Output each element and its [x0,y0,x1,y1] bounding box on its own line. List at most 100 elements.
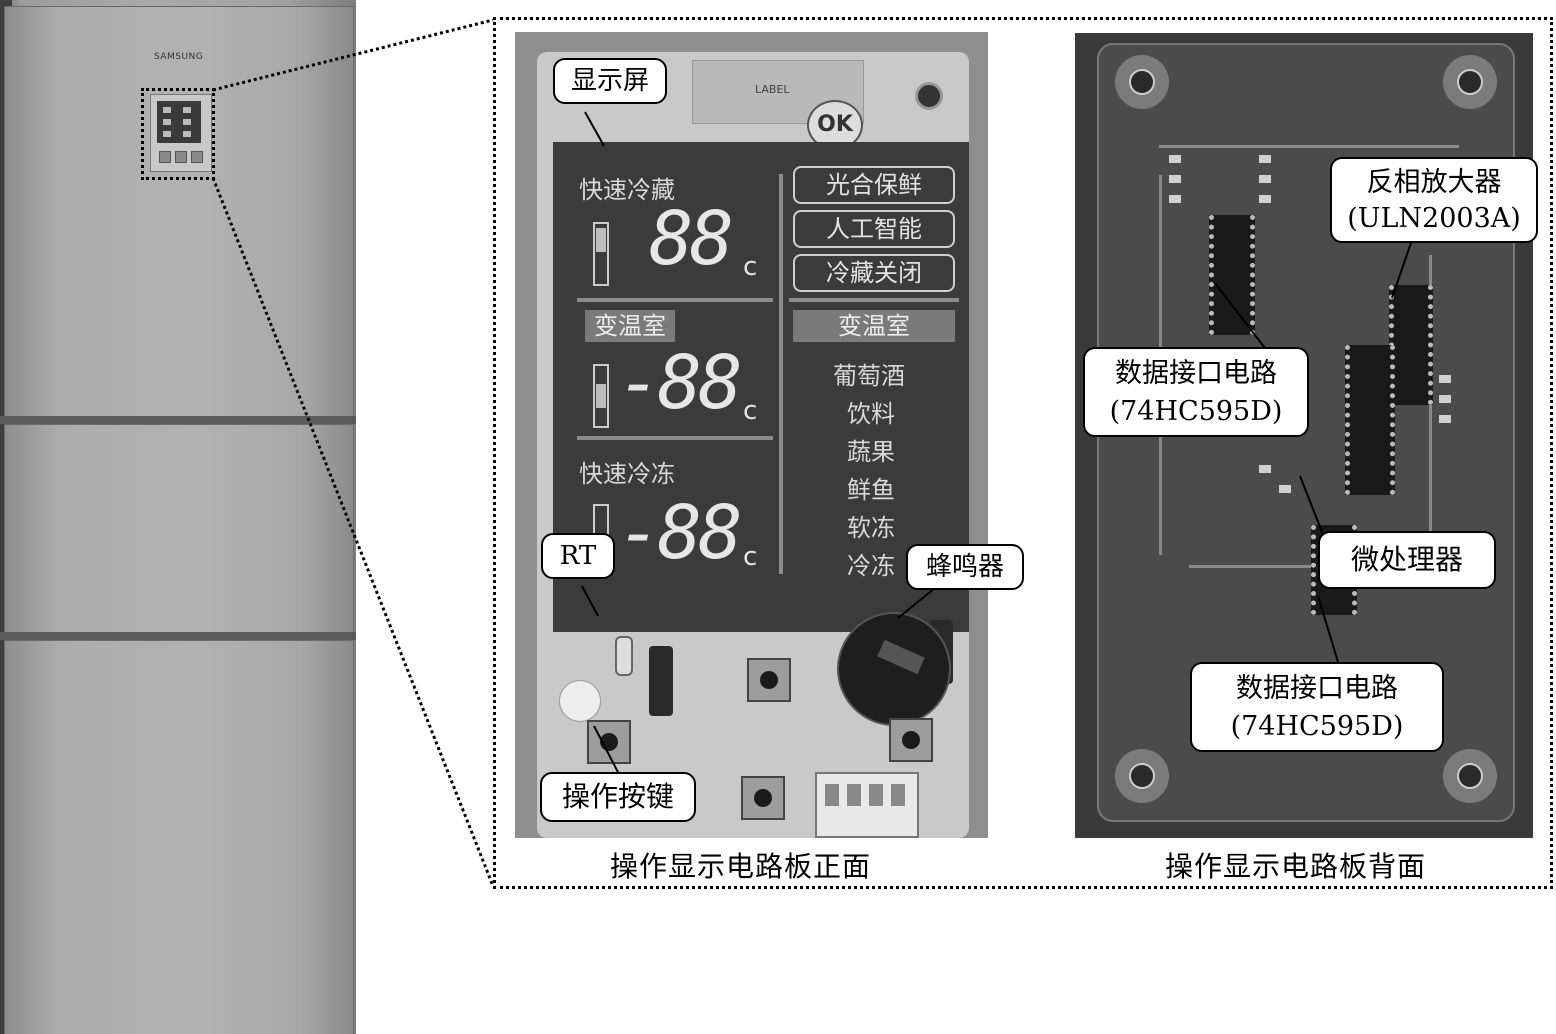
leader-display [584,111,605,147]
fridge-mini-button [175,151,187,163]
variable-room-option: 鲜鱼 [847,476,895,504]
zone1-level-bar [593,222,609,286]
zone-divider [577,436,773,440]
tact-switch [889,718,933,762]
zoom-line-top [212,18,494,92]
zoom-source-box [141,88,215,180]
callout-mcu: 微处理器 [1318,531,1496,589]
fridge-control-panel [150,94,212,172]
zone3-label: 快速冷冻 [579,460,675,488]
zoom-line-bottom [211,177,495,887]
callout-data-interface-2-part: (74HC595D) [1230,711,1404,742]
smd-pad [1439,415,1451,423]
pcb-trace [1189,565,1429,568]
smd-pad [1439,375,1451,383]
fridge-brand: SAMSUNG [154,52,204,62]
ic-microprocessor [1345,345,1395,495]
fridge-mini-button [191,151,203,163]
variable-room-option: 葡萄酒 [833,362,905,390]
callout-inverter: 反相放大器 (ULN2003A) [1330,157,1538,243]
smd-pad [1169,155,1181,163]
caption-back: 操作显示电路板背面 [1165,850,1427,883]
fridge-middle-door [4,424,354,634]
zone1-unit: c [743,252,758,282]
mount-hole [915,82,943,110]
front-pcb: LABEL OK 快速冷藏 88 c 变温室 -88 c 快速冷冻 -88 c … [537,52,969,838]
variable-room-option: 蔬果 [847,438,895,466]
zone2-level-bar [593,364,609,428]
leader-mcu [1299,475,1323,533]
label-sticker-text: LABEL [755,83,790,96]
callout-buzzer: 蜂鸣器 [906,544,1024,590]
mode-button-3[interactable]: 冷藏关闭 [793,254,955,292]
zone2-label: 变温室 [585,310,675,342]
fridge-mini-screen [157,101,201,143]
zone2-digits: -88 [617,340,743,426]
fridge-lower-door [4,640,354,1034]
mount-hole [1443,749,1497,803]
lcd-display: 快速冷藏 88 c 变温室 -88 c 快速冷冻 -88 c 光合保鲜 人工智能… [553,142,969,632]
smd-pad [1259,155,1271,163]
smd-pad [1169,195,1181,203]
mode-button-2[interactable]: 人工智能 [793,210,955,248]
zone1-label: 快速冷藏 [579,176,675,204]
variable-room-option: 饮料 [847,400,895,428]
pcb-trace [1159,145,1459,148]
callout-inverter-part: (ULN2003A) [1347,203,1521,234]
variable-room-option: 冷冻 [847,552,895,580]
mount-hole [1115,55,1169,109]
door-gap [0,416,356,424]
lcd-vertical-divider [779,174,783,574]
callout-keys: 操作按键 [540,772,696,822]
variable-room-title: 变温室 [793,310,955,342]
electrolytic-capacitor [649,646,673,716]
mode-button-1[interactable]: 光合保鲜 [793,166,955,204]
front-board-photo: LABEL OK 快速冷藏 88 c 变温室 -88 c 快速冷冻 -88 c … [515,32,988,838]
zone2-unit: c [743,396,758,426]
mount-hole [1443,55,1497,109]
buzzer [837,612,951,726]
wire-connector [815,772,919,838]
callout-data-interface-1: 数据接口电路 (74HC595D) [1083,347,1309,437]
zone-divider [577,298,773,302]
leader-data-if1 [1213,281,1269,353]
refrigerator-photo: SAMSUNG [0,0,356,1034]
fridge-upper-door [4,6,354,418]
smd-pad [1439,395,1451,403]
callout-display: 显示屏 [553,58,667,104]
tact-switch [747,658,791,702]
smd-pad [1259,465,1271,473]
zone-divider [789,298,959,302]
smd-pad [1169,175,1181,183]
zoom-frame [493,17,1553,889]
rt-sensor [615,636,633,676]
ic-74hc595d-top [1209,215,1255,335]
callout-data-interface-2: 数据接口电路 (74HC595D) [1190,662,1444,752]
ok-badge: OK [807,100,863,150]
board-logo-icon [559,680,601,722]
fridge-mini-button [159,151,171,163]
leader-rt [581,585,599,617]
caption-front: 操作显示电路板正面 [610,850,872,883]
callout-data-interface-2-name: 数据接口电路 [1236,673,1398,704]
variable-room-option: 软冻 [847,514,895,542]
callout-rt: RT [541,533,615,579]
smd-pad [1259,175,1271,183]
pcb-trace [1429,255,1432,555]
callout-data-interface-1-name: 数据接口电路 [1115,358,1277,389]
zone3-digits: -88 [617,490,743,576]
smd-pad [1279,485,1291,493]
door-gap [0,632,356,640]
leader-keys [593,725,621,777]
callout-data-interface-1-part: (74HC595D) [1109,396,1283,427]
zone3-unit: c [743,542,758,572]
mount-hole [1115,749,1169,803]
callout-inverter-name: 反相放大器 [1366,167,1502,198]
leader-inverter [1391,239,1413,299]
tact-switch [741,776,785,820]
zone1-digits: 88 [649,196,734,282]
smd-pad [1259,195,1271,203]
leader-data-if2 [1317,595,1339,663]
